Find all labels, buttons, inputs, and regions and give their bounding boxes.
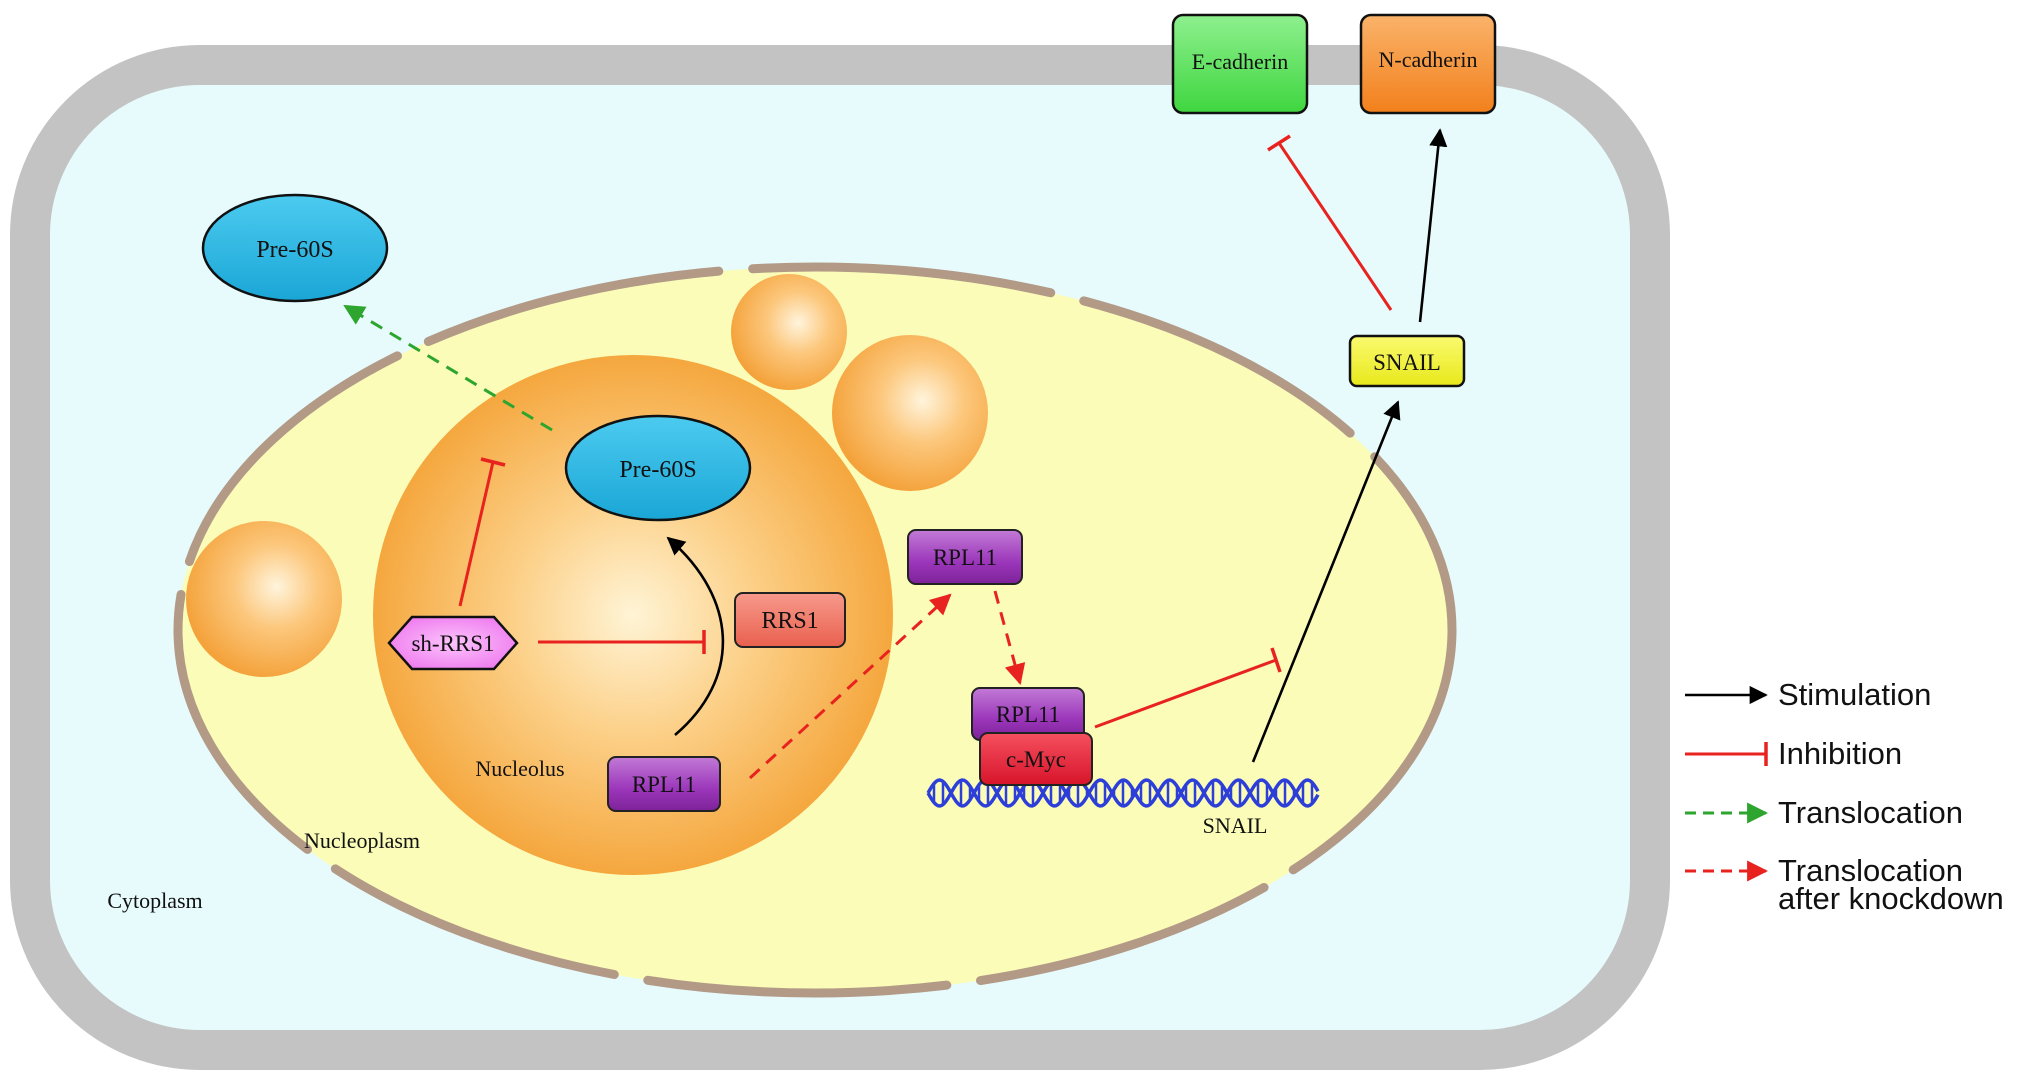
- stimulation-pre60s-assembly-arrow: [666, 536, 725, 736]
- pre60s-cytoplasm-label: Pre-60S: [256, 237, 333, 263]
- inhibition-snail-ecadherin-bar: [1267, 134, 1291, 152]
- nuclear-body-2: [832, 335, 988, 491]
- inhibition-sh-rrs1-up: [458, 461, 495, 607]
- node-pre60s-cytoplasm: Pre-60S: [201, 193, 389, 303]
- nucleoplasm-label: Nucleoplasm: [304, 828, 420, 853]
- c-myc-shape: [979, 732, 1093, 786]
- translocation-rpl11-out-arrow: [748, 593, 952, 780]
- inhibition-sh-rrs1-up-bar: [480, 457, 506, 467]
- node-n-cadherin: N-cadherin: [1359, 13, 1497, 115]
- legend-translocation-knockdown-label2: after knockdown: [1778, 881, 2004, 916]
- inhibition-complex-snail-bar: [1270, 647, 1282, 673]
- rpl11-nucleoplasm-shape: [907, 529, 1023, 585]
- rrs1-label: RRS1: [761, 608, 818, 634]
- rpl11-nucleoplasm-label: RPL11: [933, 545, 997, 570]
- sh-rrs1-shape: [387, 615, 519, 671]
- inhibition-complex-snail: [1094, 658, 1277, 729]
- snail-protein-label: SNAIL: [1373, 350, 1441, 375]
- pre60s-nucleolus-shape: [564, 414, 752, 522]
- rrs1-shape: [734, 592, 846, 648]
- rpl11-nucleolus-label: RPL11: [632, 772, 696, 797]
- node-rpl11-bound: RPL11: [971, 687, 1085, 741]
- n-cadherin-shape: [1359, 13, 1497, 115]
- node-rpl11-nucleolus: RPL11: [607, 756, 721, 812]
- translocation-rpl11-binding-arrow: [993, 590, 1026, 686]
- snail-gene-label: SNAIL: [1203, 813, 1268, 838]
- legend-translocation-label: Translocation: [1778, 795, 1963, 830]
- nuclear-envelope: [173, 262, 1457, 998]
- legend-inhibition-label: Inhibition: [1778, 736, 1902, 771]
- pre60s-nucleolus-label: Pre-60S: [619, 457, 696, 483]
- stimulation-snail-ncadherin-arrow: [1418, 128, 1448, 323]
- c-myc-label: c-Myc: [1006, 747, 1066, 772]
- translocation-pre60s-arrow: [343, 304, 553, 432]
- n-cadherin-label: N-cadherin: [1379, 47, 1478, 72]
- legend-stimulation-label: Stimulation: [1778, 677, 1931, 712]
- nucleolus: [373, 355, 893, 875]
- node-rpl11-nucleoplasm: RPL11: [907, 529, 1023, 585]
- legend-translocation-knockdown-label: Translocation: [1778, 853, 1963, 888]
- rpl11-nucleolus-shape: [607, 756, 721, 812]
- e-cadherin-shape: [1171, 13, 1309, 115]
- node-pre60s-nucleolus: Pre-60S: [564, 414, 752, 522]
- node-snail-protein: SNAIL: [1348, 334, 1466, 388]
- nuclear-body-1: [731, 274, 847, 390]
- node-c-myc: c-Myc: [979, 732, 1093, 786]
- legend: Stimulation Inhibition Translocation Tra…: [1685, 677, 2004, 916]
- rpl11-bound-label: RPL11: [996, 702, 1060, 727]
- node-rrs1: RRS1: [734, 592, 846, 648]
- inhibition-snail-ecadherin: [1277, 142, 1393, 311]
- nucleolus-label: Nucleolus: [475, 756, 564, 781]
- stimulation-snail-expression-arrow: [1251, 400, 1401, 763]
- e-cadherin-label: E-cadherin: [1192, 49, 1289, 74]
- snail-protein-shape: [1348, 334, 1466, 388]
- nuclear-body-3: [186, 521, 342, 677]
- sh-rrs1-label: sh-RRS1: [411, 631, 494, 656]
- cytoplasm-label: Cytoplasm: [107, 888, 202, 913]
- pre60s-cytoplasm-shape: [201, 193, 389, 303]
- dna-helix: [926, 778, 1320, 808]
- node-e-cadherin: E-cadherin: [1171, 13, 1309, 115]
- node-sh-rrs1: sh-RRS1: [387, 615, 519, 671]
